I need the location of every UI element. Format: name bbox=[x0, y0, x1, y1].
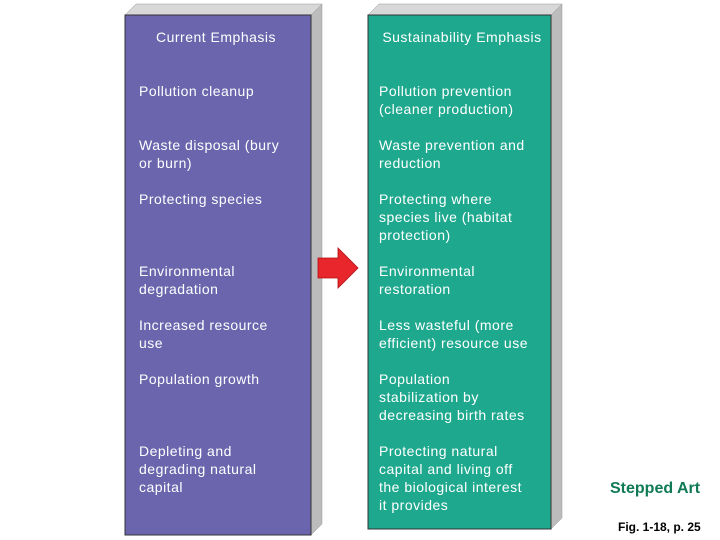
right-box-face bbox=[367, 14, 552, 530]
stepped-art-label: Stepped Art bbox=[610, 480, 701, 497]
current-item-increased-resource-use: Increased resource use bbox=[139, 317, 268, 351]
current-item-pollution-cleanup: Pollution cleanup bbox=[139, 83, 255, 99]
sustainability-item-population-stabilization: Population stabilization by decreasing b… bbox=[379, 371, 525, 423]
current-item-protecting-species: Protecting species bbox=[139, 191, 263, 207]
right-box-side bbox=[550, 3, 563, 530]
sustainability-item-environmental-restoration: Environmental restoration bbox=[379, 263, 475, 297]
sustainability-item-pollution-prevention: Pollution prevention (cleaner production… bbox=[379, 83, 514, 117]
sustainability-emphasis-header: Sustainability Emphasis bbox=[382, 29, 542, 45]
right-box-top bbox=[367, 3, 563, 16]
sustainability-item-habitat-protection: Protecting where species live (habitat p… bbox=[379, 191, 513, 243]
right-arrow-icon bbox=[317, 247, 359, 289]
sustainability-item-waste-prevention: Waste prevention and reduction bbox=[379, 137, 525, 171]
left-box-face bbox=[124, 14, 312, 536]
sustainability-item-less-wasteful: Less wasteful (more efficient) resource … bbox=[379, 317, 528, 351]
current-item-population-growth: Population growth bbox=[139, 371, 260, 387]
current-item-depleting-capital: Depleting and degrading natural capital bbox=[139, 443, 257, 495]
current-emphasis-header: Current Emphasis bbox=[155, 29, 277, 45]
current-item-environmental-degradation: Environmental degradation bbox=[139, 263, 235, 297]
sustainability-item-protecting-capital: Protecting natural capital and living of… bbox=[379, 443, 523, 513]
current-item-waste-disposal: Waste disposal (bury or burn) bbox=[139, 137, 280, 171]
left-box-top bbox=[124, 3, 323, 16]
figure-reference: Fig. 1-18, p. 25 bbox=[618, 520, 701, 534]
